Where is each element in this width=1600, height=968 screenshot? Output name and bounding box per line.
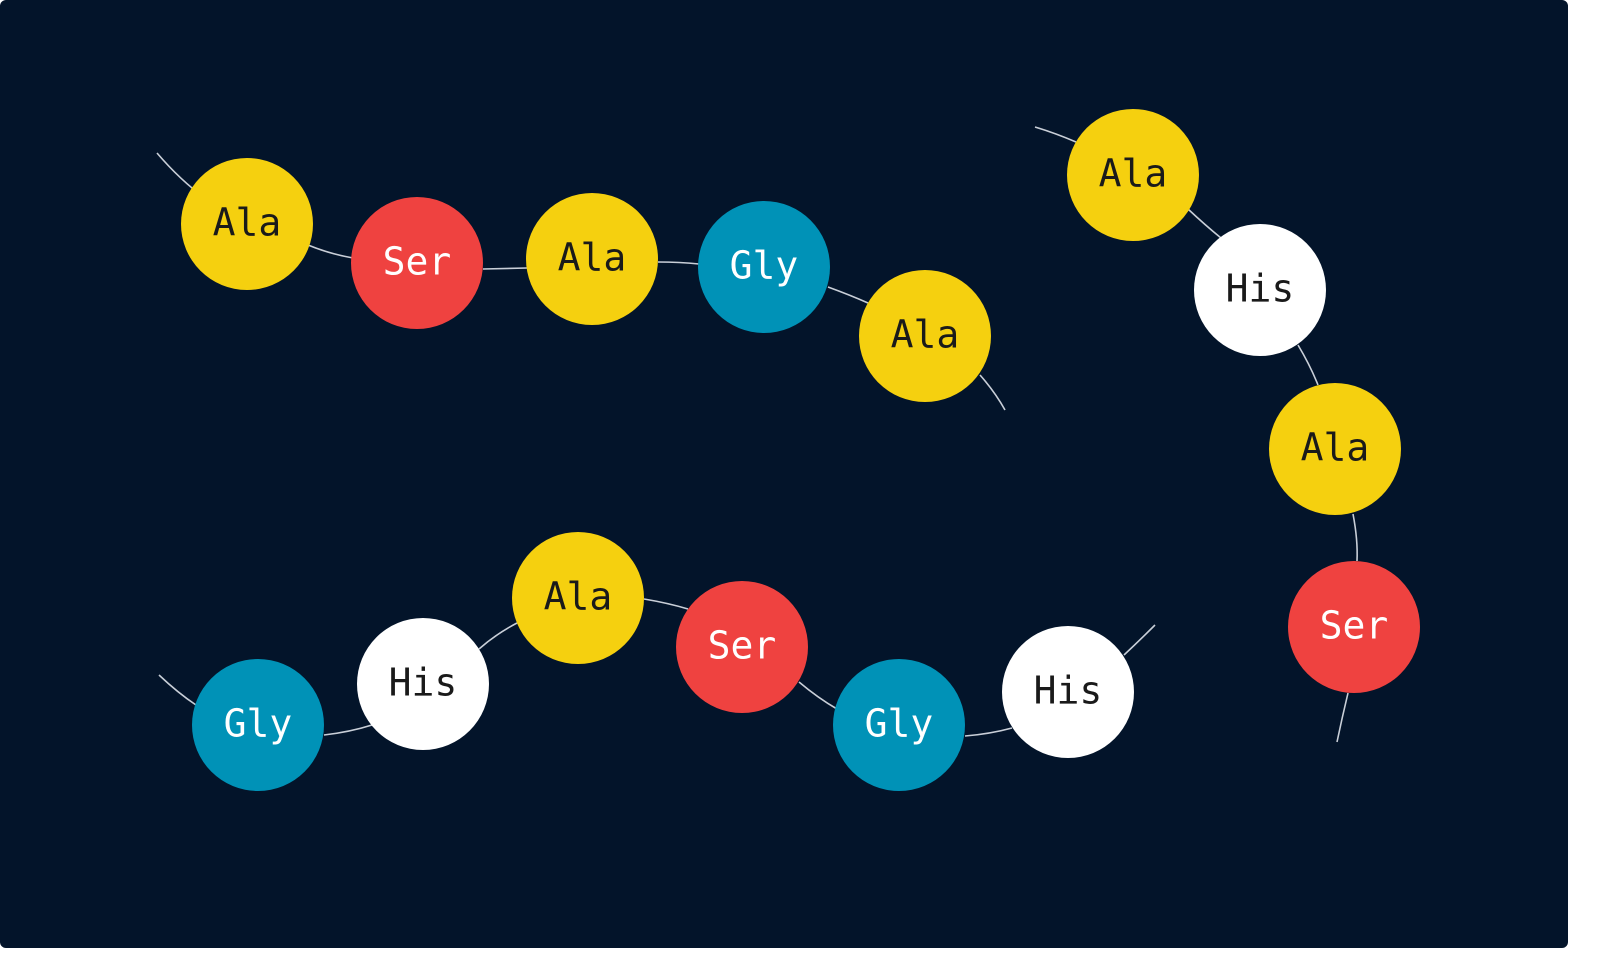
residue-ala: Ala	[1269, 383, 1401, 515]
chain-top-bond	[307, 244, 354, 259]
residue-circle	[181, 158, 313, 290]
chain-bottom-bond	[323, 724, 373, 736]
residue-gly: Gly	[698, 201, 830, 333]
residue-ser: Ser	[676, 581, 808, 713]
chain-bottom-bond	[158, 674, 197, 706]
residue-his: His	[357, 618, 489, 750]
residue-ala: Ala	[526, 193, 658, 325]
residue-his: His	[1194, 224, 1326, 356]
chain-top-bond	[482, 267, 528, 270]
residue-ser: Ser	[351, 197, 483, 329]
residue-circle	[351, 197, 483, 329]
chain-top-bond	[827, 286, 869, 304]
residue-label: Ala	[558, 236, 627, 280]
chain-bottom-bond	[798, 681, 838, 710]
residue-label: Gly	[865, 702, 934, 746]
chain-right-bond	[1034, 126, 1077, 143]
residue-label: His	[389, 661, 458, 705]
residue-label: Ala	[1099, 152, 1168, 196]
residue-ala: Ala	[181, 158, 313, 290]
residue-circle	[676, 581, 808, 713]
chain-right-bond	[1352, 513, 1358, 562]
chain-bottom-bond	[478, 622, 518, 650]
chain-top-bond	[979, 374, 1006, 411]
residue-circle	[357, 618, 489, 750]
chain-right-bond	[1187, 208, 1222, 239]
residue-ala: Ala	[512, 532, 644, 664]
chain-bottom-bond	[964, 727, 1013, 737]
residue-circle	[512, 532, 644, 664]
residue-circle	[1288, 561, 1420, 693]
residue-circle	[859, 270, 991, 402]
residue-gly: Gly	[192, 659, 324, 791]
residue-circle	[1269, 383, 1401, 515]
chain-top-bond	[657, 261, 700, 265]
bonds-layer	[156, 126, 1358, 743]
residue-label: His	[1226, 267, 1295, 311]
residue-label: Ala	[213, 201, 282, 245]
residue-circle	[1002, 626, 1134, 758]
residue-label: Ser	[708, 624, 777, 668]
residue-circle	[1194, 224, 1326, 356]
residue-his: His	[1002, 626, 1134, 758]
residue-label: Ala	[544, 575, 613, 619]
chain-bottom-bond	[643, 598, 689, 610]
residue-label: Ala	[1301, 426, 1370, 470]
residue-circle	[698, 201, 830, 333]
residue-circle	[192, 659, 324, 791]
residue-ser: Ser	[1288, 561, 1420, 693]
residue-ala: Ala	[859, 270, 991, 402]
residue-circle	[833, 659, 965, 791]
residue-label: Ser	[383, 240, 452, 284]
chain-bottom-bond	[1123, 624, 1156, 656]
chain-right-bond	[1297, 344, 1319, 386]
residue-label: Gly	[224, 702, 293, 746]
residue-ala: Ala	[1067, 109, 1199, 241]
residue-label: Ala	[891, 313, 960, 357]
residue-label: Ser	[1320, 604, 1389, 648]
residue-circle	[1067, 109, 1199, 241]
residue-circle	[526, 193, 658, 325]
chain-right-bond	[1336, 692, 1349, 743]
residue-label: His	[1034, 669, 1103, 713]
residue-label: Gly	[730, 244, 799, 288]
residue-gly: Gly	[833, 659, 965, 791]
